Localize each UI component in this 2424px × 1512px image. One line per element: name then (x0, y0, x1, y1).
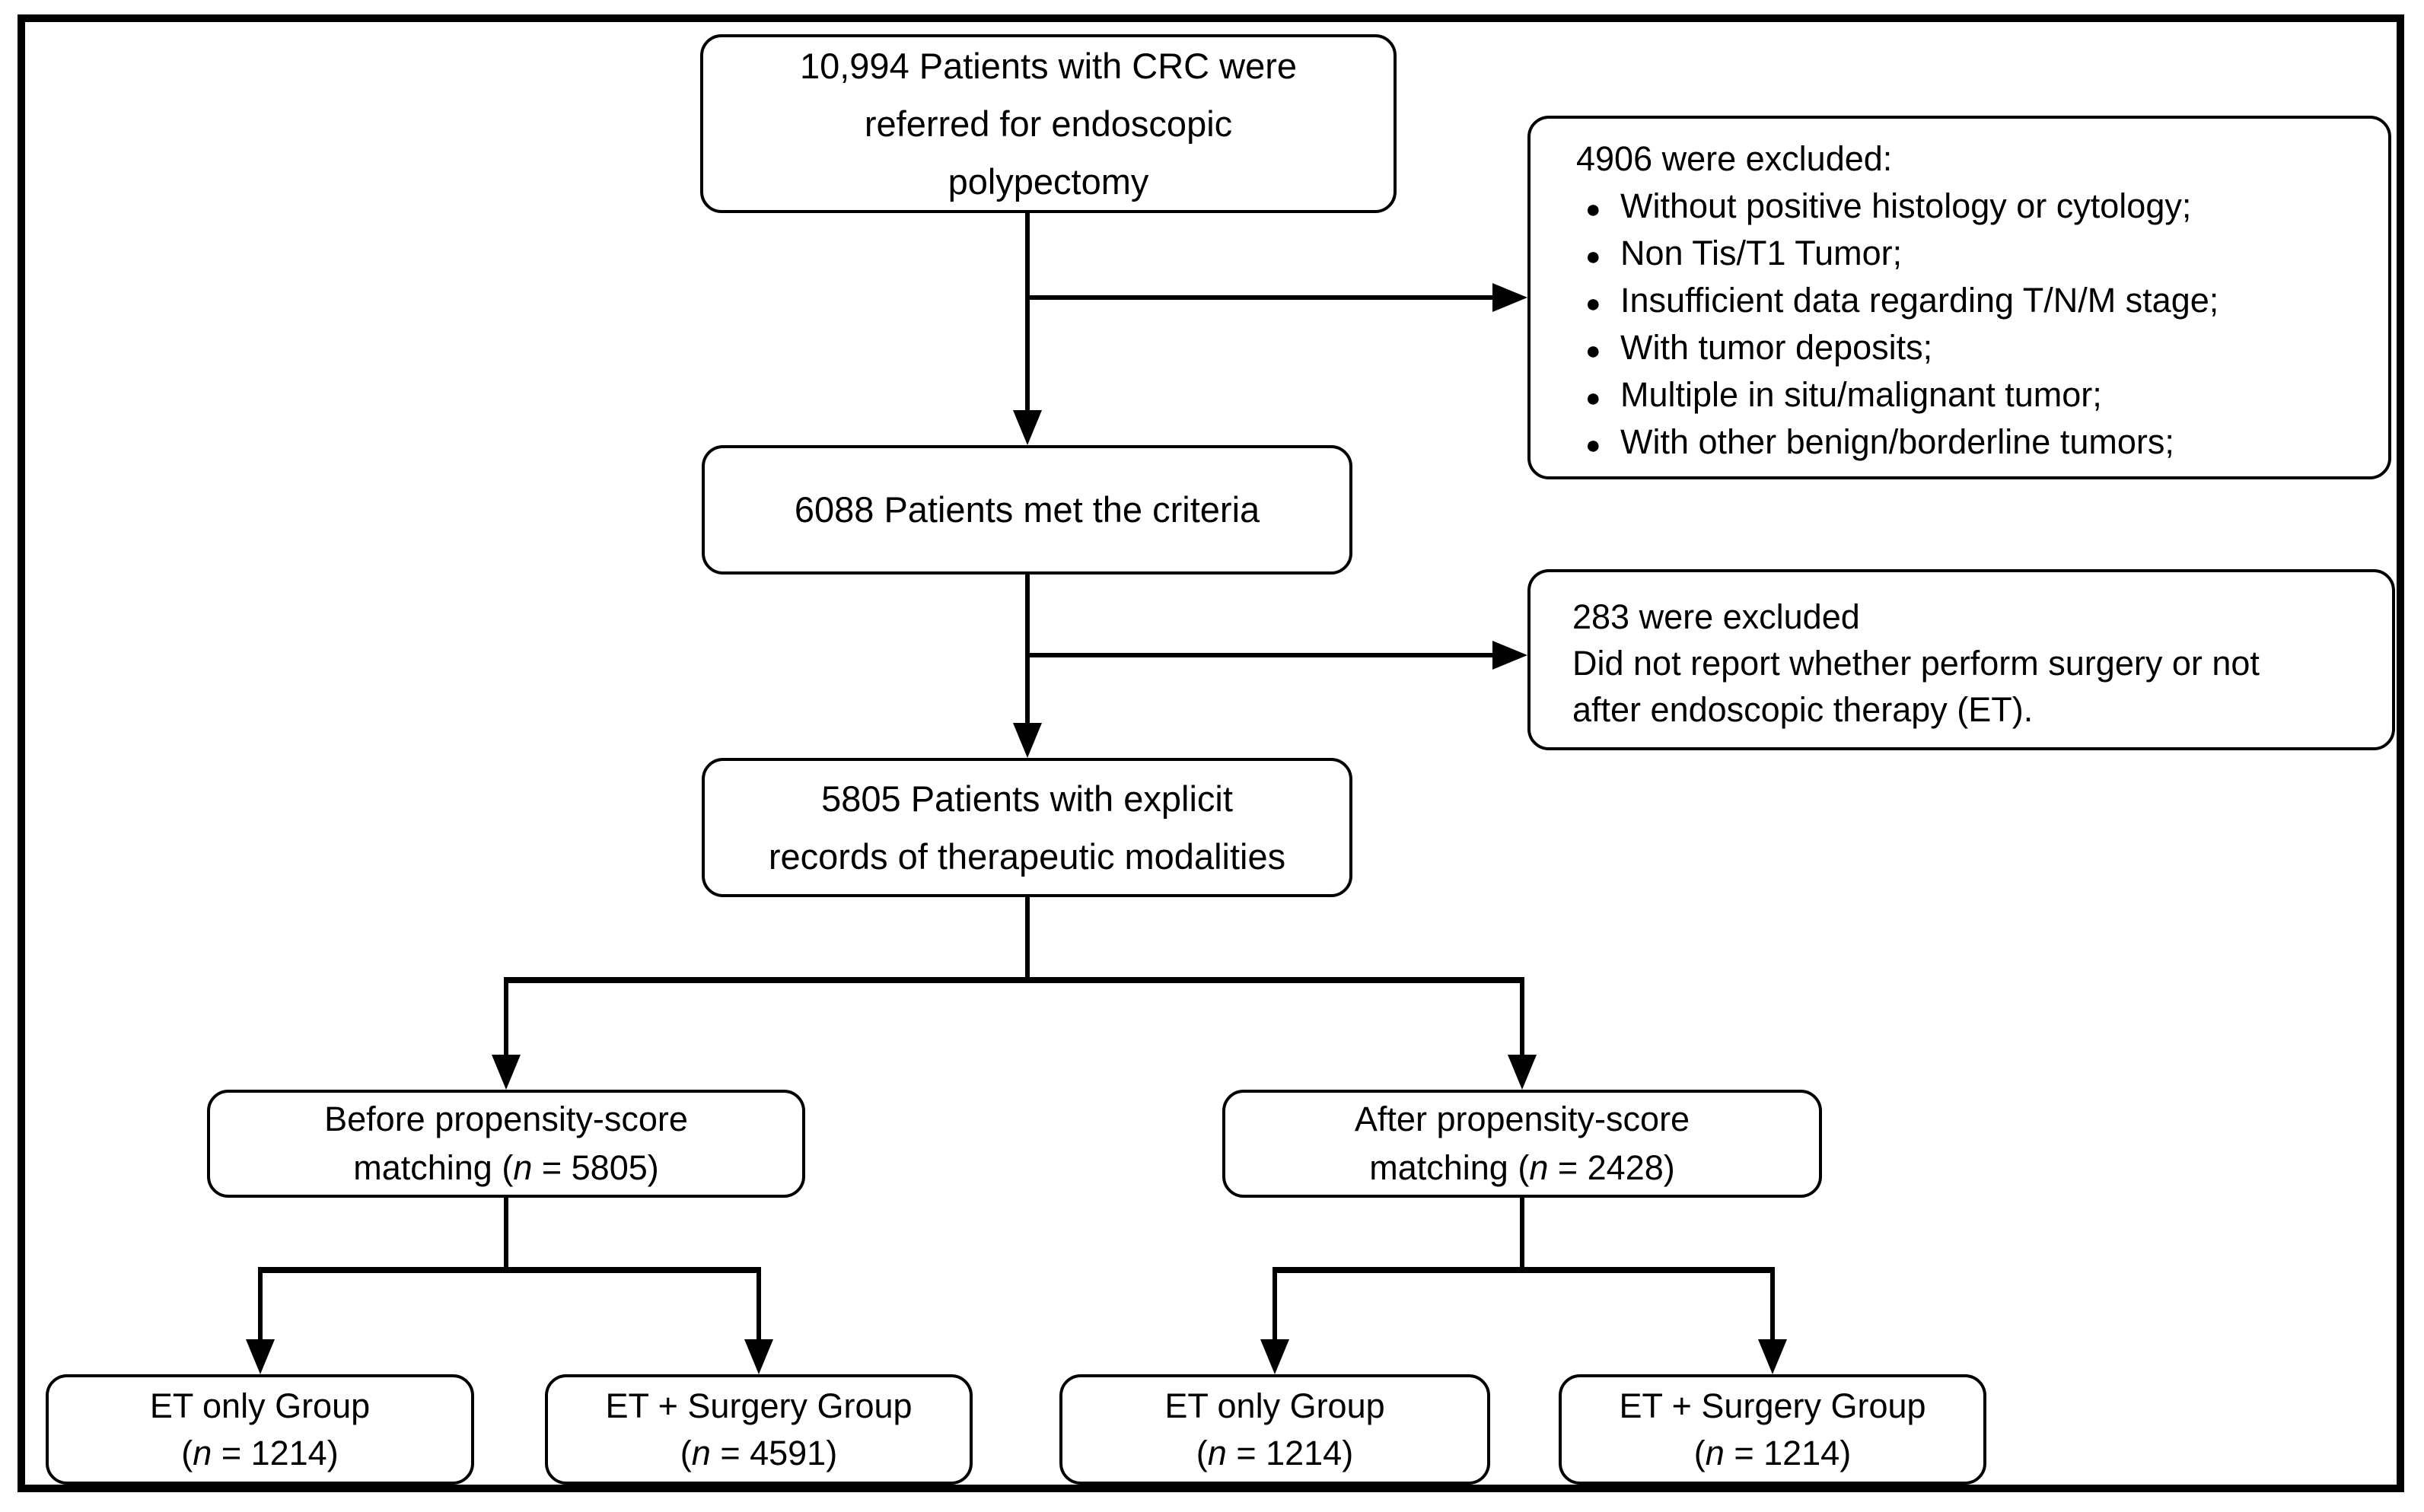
top-box-line: referred for endoscopic (864, 103, 1233, 144)
count-post: = 1214) (1226, 1433, 1354, 1472)
exclusion-reason-item: ● Insufficient data regarding T/N/M stag… (1576, 277, 2219, 324)
count-pre: ( (680, 1433, 692, 1472)
group-box-et-only-after: ET only Group (n = 1214) (1059, 1374, 1490, 1485)
group-box-title: ET only Group (149, 1386, 371, 1425)
top-box-line: polypectomy (948, 161, 1149, 202)
exclusion-reason-text: Multiple in situ/malignant tumor; (1620, 375, 2102, 414)
connector-before-split (258, 1267, 761, 1273)
connector-to-excluded-1 (1025, 295, 1494, 300)
connector-after-down (1520, 1198, 1524, 1272)
exclusion-reason-text: With tumor deposits; (1620, 328, 1933, 367)
after-psm-line: After propensity-score (1354, 1100, 1690, 1138)
explicit-box-line: 5805 Patients with explicit (821, 778, 1233, 819)
connector-top-to-criteria (1025, 212, 1030, 411)
connector-to-excluded-2 (1025, 653, 1494, 657)
before-psm-line: matching (n = 5805) (353, 1144, 659, 1192)
arrow-down-icon (1508, 1055, 1537, 1090)
arrow-right-icon (1492, 641, 1527, 670)
exclusion-reason-item: ● With other benign/borderline tumors; (1576, 419, 2174, 466)
criteria-box-line: 6088 Patients met the criteria (794, 489, 1260, 530)
group-box-et-only-before: ET only Group (n = 1214) (46, 1374, 474, 1485)
bullet-icon: ● (1585, 431, 1601, 460)
count-post: = 1214) (1724, 1433, 1852, 1472)
n-symbol: n (1705, 1433, 1725, 1472)
arrow-down-icon (1013, 410, 1042, 445)
exclusion-reason-item: ● Without positive histology or cytology… (1576, 183, 2191, 230)
group-box-title: ET + Surgery Group (1619, 1386, 1926, 1425)
exclusion-reason-item: ● Non Tis/T1 Tumor; (1576, 230, 1902, 277)
excluded-box-1: 4906 were excluded: ● Without positive h… (1527, 116, 2391, 479)
exclusion-reason-item: ● With tumor deposits; (1576, 324, 1932, 371)
group-box-count: (n = 4591) (680, 1430, 837, 1477)
explicit-box-line: records of therapeutic modalities (768, 836, 1286, 877)
n-symbol: n (1529, 1148, 1549, 1187)
connector-to-before-psm (504, 980, 508, 1056)
n-symbol: n (1207, 1433, 1227, 1472)
top-box-line: 10,994 Patients with CRC were (799, 45, 1298, 86)
after-psm-pre: matching ( (1369, 1148, 1530, 1187)
n-symbol: n (513, 1148, 533, 1187)
group-box-count: (n = 1214) (1694, 1430, 1851, 1477)
arrow-down-icon (1260, 1339, 1289, 1374)
before-psm-box: Before propensity-score matching (n = 58… (207, 1090, 805, 1198)
outer-frame (18, 14, 2404, 1492)
connector-to-group-3 (1273, 1270, 1277, 1342)
n-symbol: n (193, 1433, 212, 1472)
connector-explicit-down (1025, 897, 1030, 982)
count-pre: ( (1196, 1433, 1208, 1472)
exclusion-reason-item: ● Multiple in situ/malignant tumor; (1576, 371, 2102, 419)
connector-to-after-psm (1520, 980, 1524, 1056)
group-box-title: ET + Surgery Group (605, 1386, 913, 1425)
arrow-down-icon (1013, 723, 1042, 758)
connector-psm-split (504, 977, 1524, 983)
bullet-icon: ● (1585, 336, 1601, 365)
after-psm-box: After propensity-score matching (n = 242… (1222, 1090, 1822, 1198)
after-psm-line: matching (n = 2428) (1369, 1144, 1675, 1192)
connector-to-group-4 (1770, 1270, 1775, 1342)
arrow-down-icon (744, 1339, 773, 1374)
excluded-box-2-line: 283 were excluded (1572, 597, 1860, 636)
arrow-down-icon (1758, 1339, 1787, 1374)
bullet-icon: ● (1585, 195, 1601, 224)
exclusion-reason-text: With other benign/borderline tumors; (1620, 422, 2174, 461)
group-box-et-surgery-after: ET + Surgery Group (n = 1214) (1559, 1374, 1986, 1485)
bullet-icon: ● (1585, 289, 1601, 318)
group-box-count: (n = 1214) (181, 1430, 338, 1477)
count-pre: ( (181, 1433, 193, 1472)
connector-before-down (504, 1198, 508, 1272)
excluded-box-2-line: Did not report whether perform surgery o… (1572, 644, 2260, 683)
connector-criteria-to-explicit (1025, 573, 1030, 723)
before-psm-post: = 5805) (532, 1148, 659, 1187)
arrow-down-icon (492, 1055, 521, 1090)
count-pre: ( (1693, 1433, 1706, 1472)
exclusion-reason-text: Insufficient data regarding T/N/M stage; (1620, 281, 2219, 320)
connector-after-split (1273, 1267, 1775, 1273)
criteria-met-box: 6088 Patients met the criteria (702, 445, 1352, 575)
count-post: = 1214) (212, 1433, 339, 1472)
before-psm-line: Before propensity-score (324, 1100, 688, 1138)
bullet-icon: ● (1585, 384, 1601, 412)
connector-to-group-1 (258, 1270, 263, 1342)
arrow-right-icon (1492, 283, 1527, 312)
connector-to-group-2 (757, 1270, 761, 1342)
group-box-title: ET only Group (1164, 1386, 1385, 1425)
explicit-records-box: 5805 Patients with explicit records of t… (702, 758, 1352, 897)
excluded-box-1-title: 4906 were excluded: (1576, 139, 1893, 178)
excluded-box-2-line: after endoscopic therapy (ET). (1572, 690, 2034, 729)
after-psm-post: = 2428) (1548, 1148, 1675, 1187)
exclusion-reason-text: Without positive histology or cytology; (1620, 186, 2192, 225)
arrow-down-icon (246, 1339, 275, 1374)
before-psm-pre: matching ( (353, 1148, 514, 1187)
group-box-et-surgery-before: ET + Surgery Group (n = 4591) (545, 1374, 973, 1485)
group-box-count: (n = 1214) (1196, 1430, 1353, 1477)
count-post: = 4591) (710, 1433, 838, 1472)
exclusion-reason-text: Non Tis/T1 Tumor; (1620, 234, 1903, 272)
bullet-icon: ● (1585, 242, 1601, 271)
n-symbol: n (691, 1433, 711, 1472)
excluded-box-2: 283 were excluded Did not report whether… (1527, 569, 2395, 750)
top-box-referred-patients: 10,994 Patients with CRC were referred f… (700, 34, 1397, 213)
